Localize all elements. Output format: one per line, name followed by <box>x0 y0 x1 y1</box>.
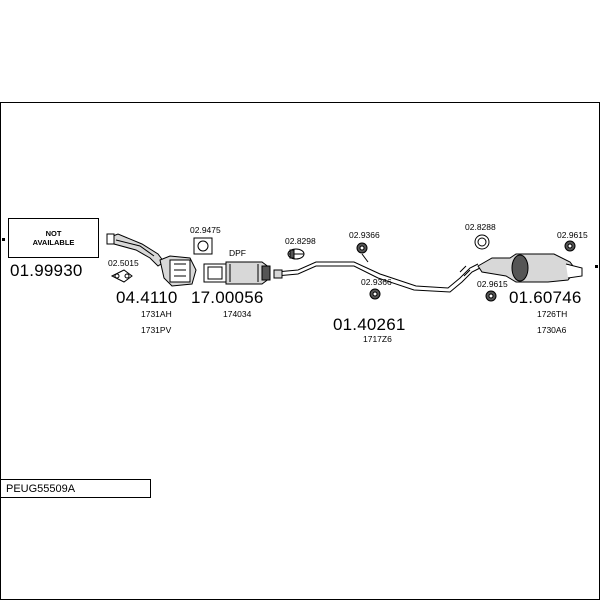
rubber-mount-02-9615-bottom-drawing <box>485 290 497 302</box>
right-edge-pin <box>595 265 598 268</box>
rear-hanger-drawing <box>459 265 471 277</box>
rubber-label-02-9366-top: 02.9366 <box>349 230 380 240</box>
part-number-unavailable: 01.99930 <box>10 261 83 280</box>
gasket-label-02-5015: 02.5015 <box>108 258 139 268</box>
sheet-code-box: PEUG55509A <box>0 479 151 498</box>
gasket-02-5015-drawing <box>110 269 133 283</box>
not-available-text: NOT AVAILABLE <box>32 228 75 247</box>
middle-ref: 1717Z6 <box>363 334 392 344</box>
rear-ref-2: 1730A6 <box>537 325 567 335</box>
part-number-middle: 01.40261 <box>333 315 406 334</box>
dpf-label: DPF <box>229 248 246 258</box>
rubber-mount-02-9366-top-drawing <box>356 242 368 254</box>
front-pipe-drawing <box>106 233 197 287</box>
ring-02-8288-drawing <box>474 234 490 250</box>
left-edge-pin <box>2 238 5 241</box>
rubber-mount-02-9366-bottom-drawing <box>369 288 381 300</box>
part-number-front: 04.4110 <box>116 288 178 307</box>
rubber-mount-02-9615-top-drawing <box>564 240 576 252</box>
sheet-code: PEUG55509A <box>6 482 76 495</box>
front-ref-1: 1731AH <box>141 309 172 319</box>
middle-pipe-drawing <box>273 261 481 293</box>
dpf-drawing <box>203 261 271 285</box>
rear-ref-1: 1726TH <box>537 309 568 319</box>
middle-hanger-drawing <box>361 253 369 263</box>
ring-label-02-8288: 02.8288 <box>465 222 496 232</box>
part-number-dpf: 17.00056 <box>191 288 264 307</box>
gasket-label-02-9475: 02.9475 <box>190 225 221 235</box>
rear-muffler-drawing <box>477 253 583 283</box>
gasket-02-9475-drawing <box>193 237 213 255</box>
rubber-label-02-9615-bottom: 02.9615 <box>477 279 508 289</box>
front-ref-2: 1731PV <box>141 325 172 335</box>
clamp-02-8298-drawing <box>287 248 305 260</box>
not-available-box: NOT AVAILABLE <box>8 218 99 258</box>
part-number-rear: 01.60746 <box>509 288 582 307</box>
dpf-ref: 174034 <box>223 309 252 319</box>
rubber-label-02-9615-top: 02.9615 <box>557 230 588 240</box>
rubber-label-02-9366-bottom: 02.9366 <box>361 277 392 287</box>
clamp-label-02-8298: 02.8298 <box>285 236 316 246</box>
